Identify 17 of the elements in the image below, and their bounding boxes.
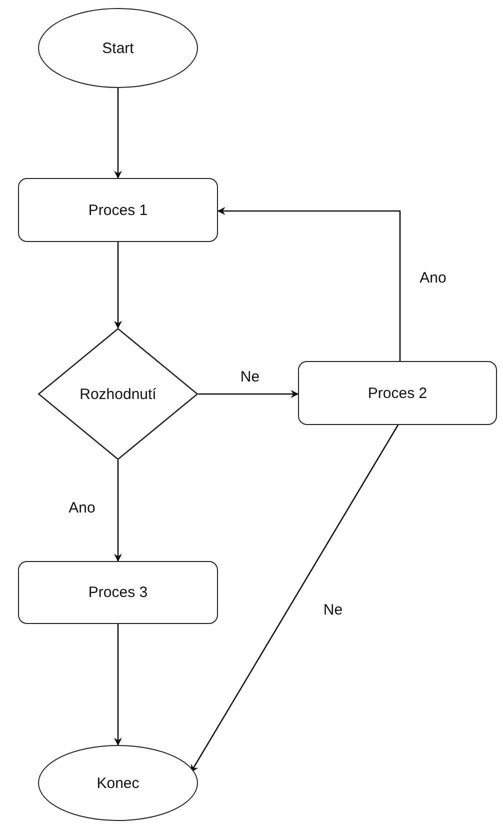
arrow (114, 460, 122, 562)
process-box (18, 561, 218, 624)
arrow (114, 88, 122, 179)
node-label: Konec (96, 774, 140, 792)
process-box (298, 361, 497, 425)
node-label: Rozhodnutí (80, 386, 156, 402)
node-label: Proces 2 (368, 384, 428, 402)
node-label: Proces 3 (88, 584, 148, 601)
arrow (114, 624, 122, 746)
arrow (217, 207, 401, 361)
arrow (190, 424, 399, 773)
process-box (18, 178, 218, 242)
node-label: Proces 1 (88, 202, 148, 218)
arrow (198, 390, 299, 398)
node-label: Start (102, 40, 134, 56)
arrow (114, 242, 122, 329)
decision-diamond (38, 328, 198, 460)
